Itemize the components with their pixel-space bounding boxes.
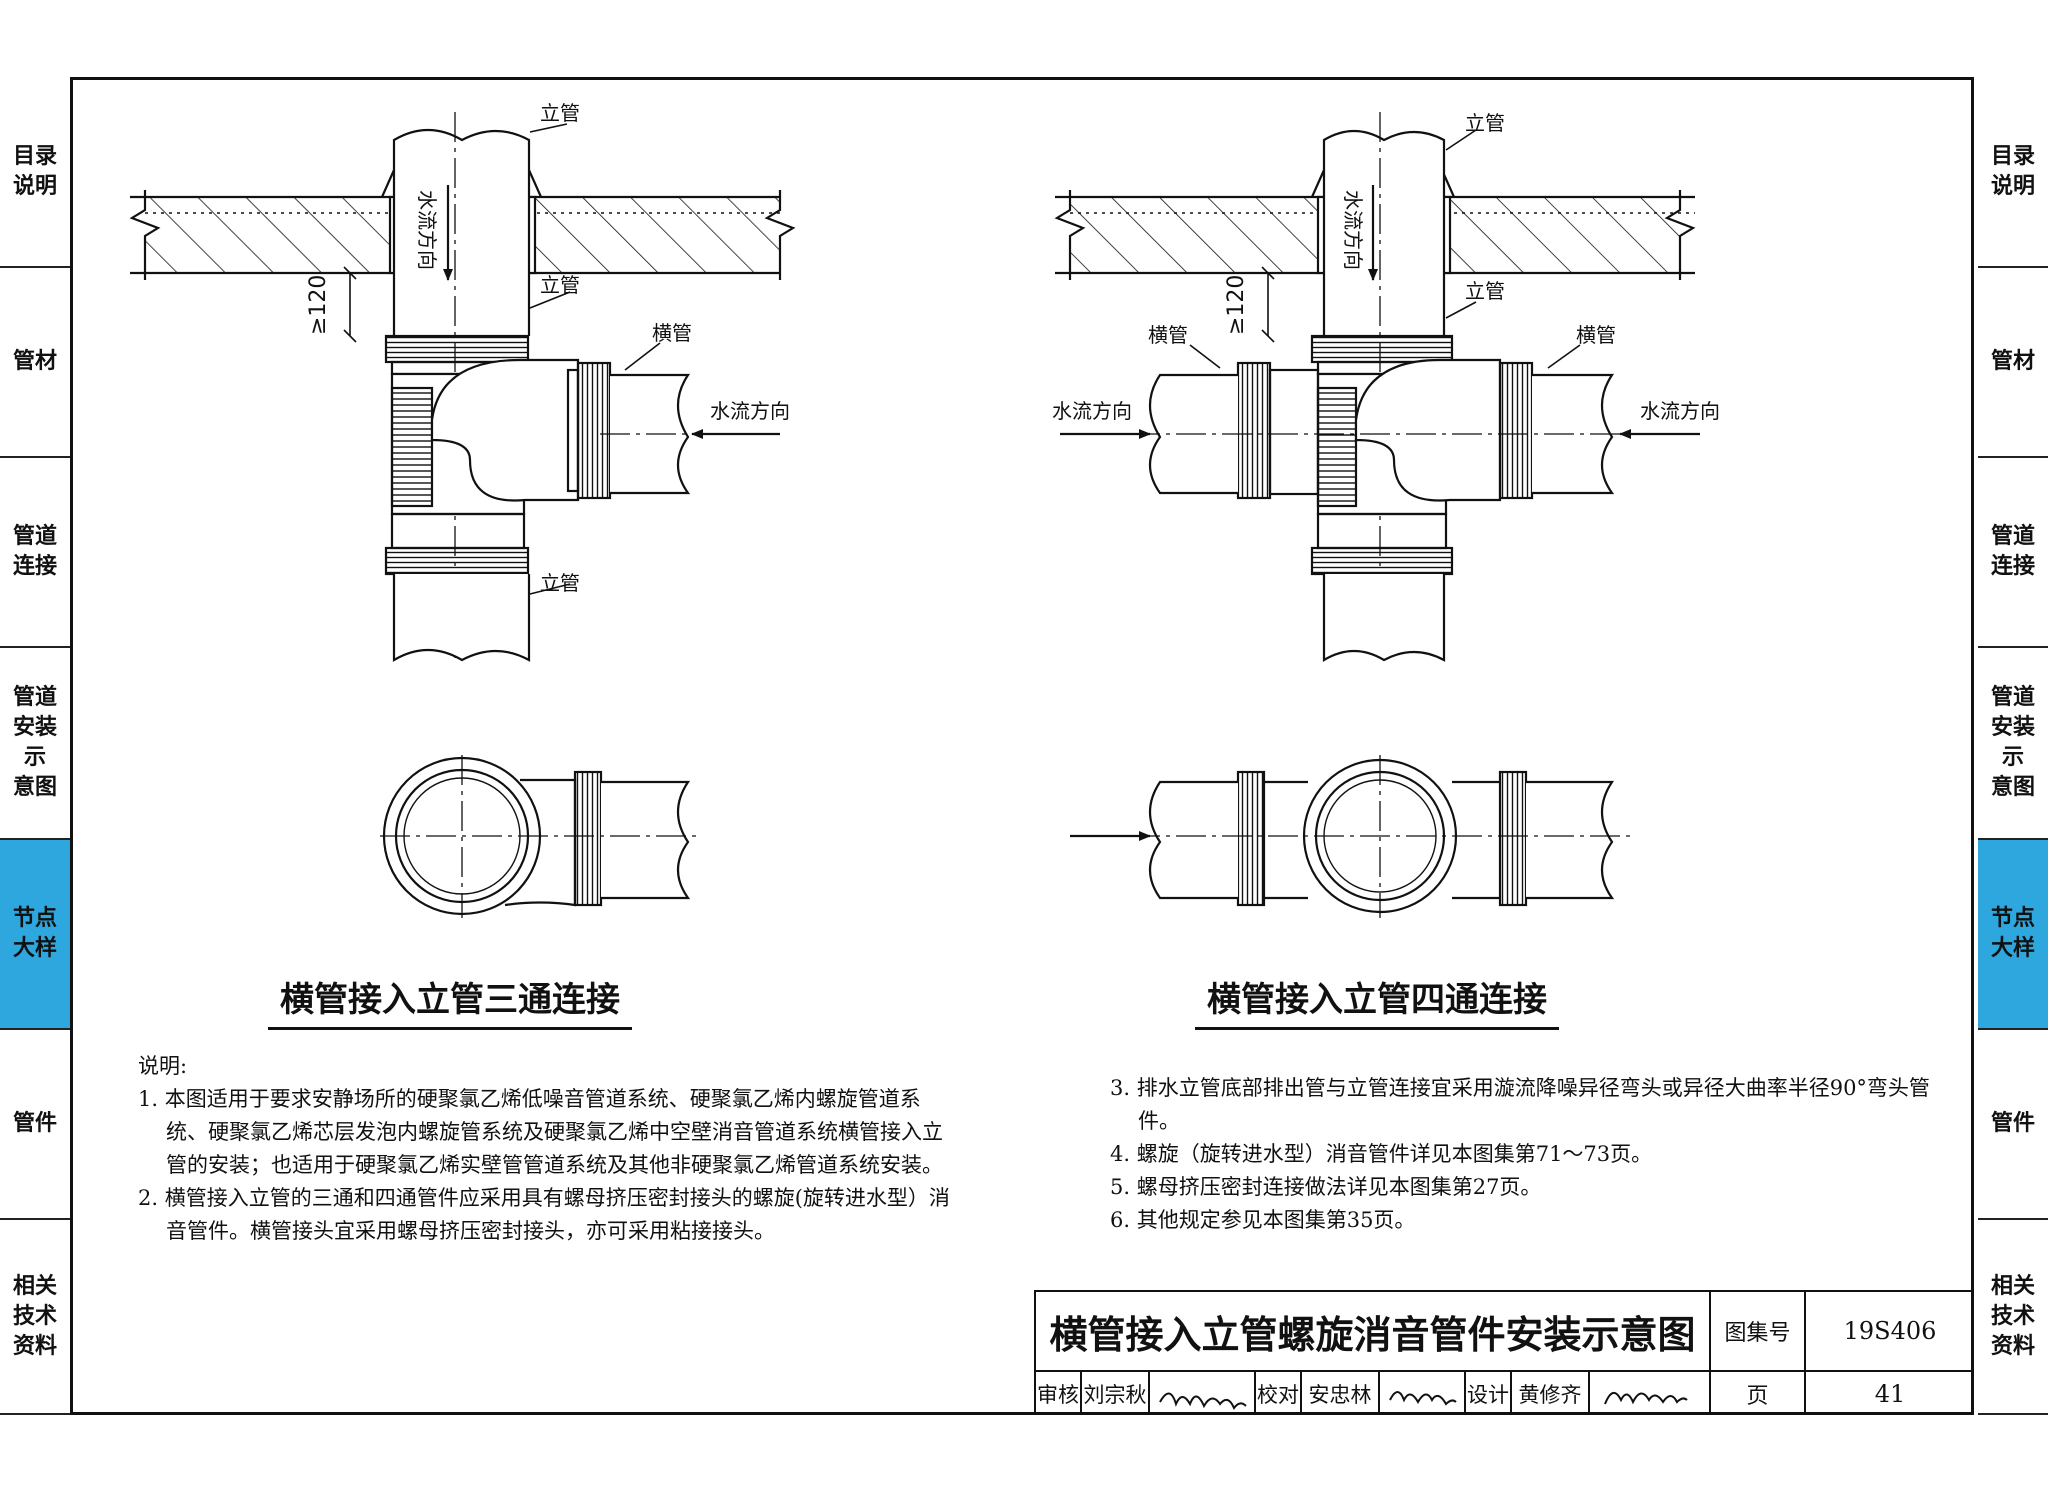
- check-label: 校对: [1254, 1370, 1300, 1415]
- nav-tab-right-2[interactable]: 管道 连接: [1978, 458, 2048, 648]
- cross-plan: [1070, 755, 1630, 918]
- label-riser-bottom: 立管: [540, 571, 580, 595]
- label-flow-down: 水流方向: [415, 190, 439, 270]
- label-cross-branch-left: 横管: [1148, 323, 1188, 347]
- label-riser-top: 立管: [540, 101, 580, 125]
- review-label: 审核: [1034, 1370, 1080, 1415]
- notes-right: 3. 排水立管底部排出管与立管连接宜采用漩流降噪异径弯头或异径大曲率半径90°弯…: [1110, 1072, 1930, 1237]
- nav-tab-left-5[interactable]: 管件: [0, 1030, 70, 1220]
- figure-title-tee: 横管接入立管三通连接: [268, 972, 632, 1030]
- label-cross-flow-right: 水流方向: [1640, 399, 1720, 423]
- nav-tab-right-3[interactable]: 管道 安装 示 意图: [1978, 648, 2048, 840]
- label-flow-right: 水流方向: [710, 399, 790, 423]
- note-2: 2. 横管接入立管的三通和四通管件应采用具有螺母挤压密封接头的螺旋(旋转进水型）…: [138, 1186, 950, 1243]
- label-cross-branch-right: 横管: [1576, 323, 1616, 347]
- drawing-frame: [70, 77, 1974, 1415]
- design-label: 设计: [1464, 1370, 1510, 1415]
- nav-tab-right-5[interactable]: 管件: [1978, 1030, 2048, 1220]
- note-4: 4. 螺旋（旋转进水型）消音管件详见本图集第71～73页。: [1110, 1142, 1653, 1166]
- designer-signature: [1588, 1370, 1709, 1415]
- designer-name: 黄修齐: [1510, 1370, 1588, 1415]
- nav-tab-right-0[interactable]: 目录 说明: [1978, 77, 2048, 268]
- figure-title-cross: 横管接入立管四通连接: [1195, 972, 1559, 1030]
- atlas-label: 图集号: [1709, 1290, 1804, 1370]
- note-1: 1. 本图适用于要求安静场所的硬聚氯乙烯低噪音管道系统、硬聚氯乙烯内螺旋管道系统…: [138, 1087, 943, 1177]
- note-3: 3. 排水立管底部排出管与立管连接宜采用漩流降噪异径弯头或异径大曲率半径90°弯…: [1110, 1076, 1930, 1133]
- cross-elevation: [1054, 112, 1700, 662]
- nav-tab-left-4[interactable]: 节点 大样: [0, 840, 70, 1030]
- nav-tab-left-3[interactable]: 管道 安装 示 意图: [0, 648, 70, 840]
- nav-tab-right-4[interactable]: 节点 大样: [1978, 840, 2048, 1030]
- reviewer-name: 刘宗秋: [1080, 1370, 1148, 1415]
- label-riser-mid: 立管: [540, 273, 580, 297]
- nav-tab-right-6[interactable]: 相关 技术 资料: [1978, 1220, 2048, 1415]
- note-5: 5. 螺母挤压密封连接做法详见本图集第27页。: [1110, 1175, 1542, 1199]
- label-cross-flow-down: 水流方向: [1341, 190, 1365, 270]
- nav-tab-left-6[interactable]: 相关 技术 资料: [0, 1220, 70, 1415]
- tee-elevation: [129, 112, 796, 662]
- label-cross-riser-mid: 立管: [1465, 279, 1505, 303]
- nav-tab-right-1[interactable]: 管材: [1978, 268, 2048, 458]
- nav-tab-left-2[interactable]: 管道 连接: [0, 458, 70, 648]
- label-cross-flow-left: 水流方向: [1052, 399, 1132, 423]
- tee-plan: [380, 755, 700, 918]
- label-branch: 横管: [652, 321, 692, 345]
- checker-signature: [1378, 1370, 1464, 1415]
- page-number: 41: [1804, 1370, 1974, 1415]
- label-cross-dimension: ≥120: [1224, 275, 1249, 335]
- checker-name: 安忠林: [1300, 1370, 1378, 1415]
- note-6: 6. 其他规定参见本图集第35页。: [1110, 1208, 1416, 1232]
- nav-tab-left-0[interactable]: 目录 说明: [0, 77, 70, 268]
- notes-heading: 说明:: [138, 1054, 188, 1078]
- page-label: 页: [1709, 1370, 1804, 1415]
- drawing-title: 横管接入立管螺旋消音管件安装示意图: [1034, 1290, 1709, 1370]
- nav-tab-left-1[interactable]: 管材: [0, 268, 70, 458]
- label-cross-riser-top: 立管: [1465, 111, 1505, 135]
- title-block: 横管接入立管螺旋消音管件安装示意图 图集号 19S406 审核 刘宗秋 校对 安…: [1034, 1290, 1974, 1415]
- notes-left: 说明: 1. 本图适用于要求安静场所的硬聚氯乙烯低噪音管道系统、硬聚氯乙烯内螺旋…: [138, 1050, 958, 1248]
- reviewer-signature: [1148, 1370, 1254, 1415]
- label-dimension: ≥120: [306, 275, 331, 335]
- atlas-number: 19S406: [1804, 1290, 1974, 1370]
